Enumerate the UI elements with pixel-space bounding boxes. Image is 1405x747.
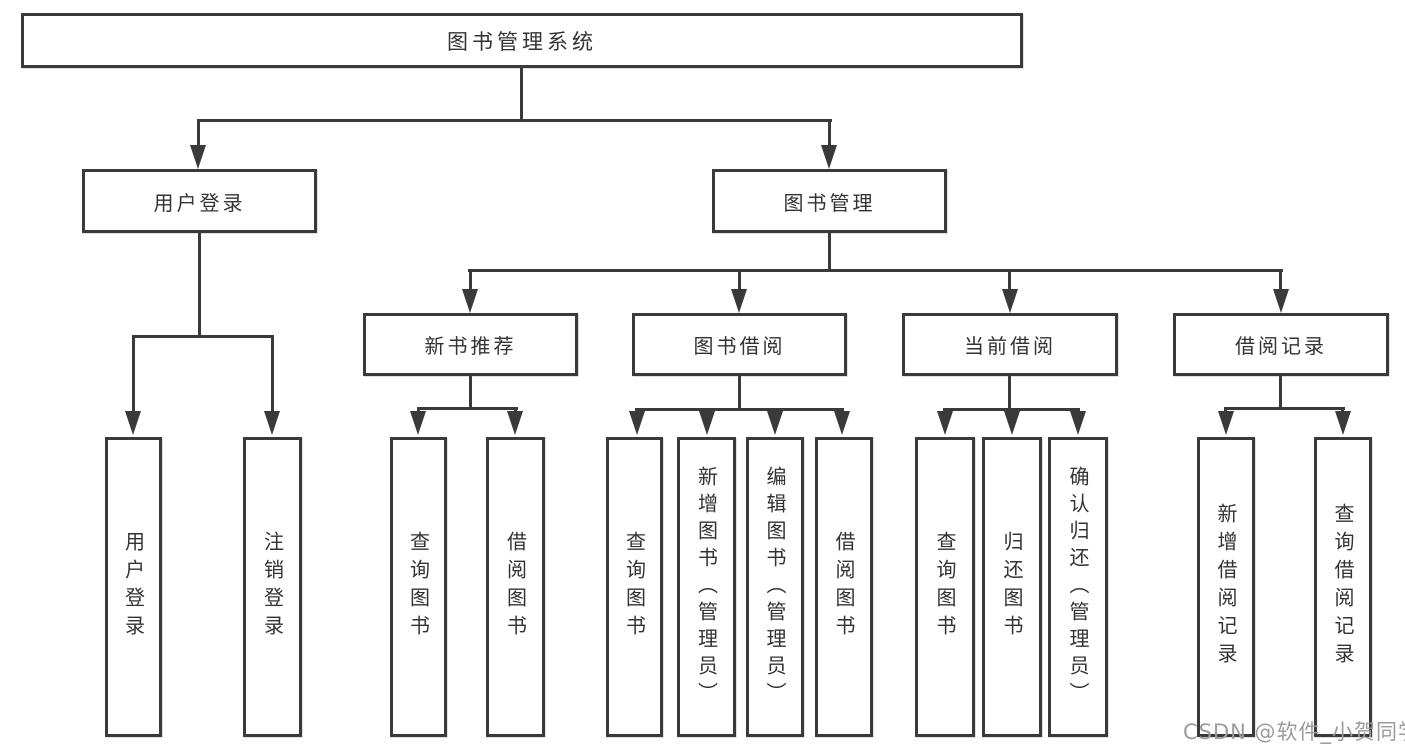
- node-new-book-recommend: 新书推荐: [363, 313, 578, 376]
- csdn-watermark: CSDN @软件_小贺同学: [1183, 720, 1405, 744]
- arrowhead-down-icon: [937, 411, 953, 435]
- leaf-return-books: 归还图书: [982, 437, 1042, 737]
- arrowhead-down-icon: [507, 411, 523, 435]
- arrowhead-down-icon: [731, 289, 747, 313]
- connector-line: [738, 376, 741, 411]
- leaf-user-login: 用户登录: [105, 437, 162, 737]
- connector-line: [828, 233, 831, 272]
- connector-line: [828, 119, 831, 150]
- connector-line: [1279, 269, 1282, 293]
- leaf-add-borrow-record: 新增借阅记录: [1197, 437, 1255, 737]
- connector-line: [469, 269, 472, 293]
- arrowhead-down-icon: [834, 411, 850, 435]
- arrowhead-down-icon: [1002, 289, 1018, 313]
- connector-line: [271, 335, 274, 415]
- connector-line: [635, 408, 844, 411]
- connector-line: [1008, 376, 1011, 411]
- connector-line: [468, 269, 1283, 272]
- connector-line: [198, 233, 201, 338]
- connector-line: [132, 335, 135, 415]
- connector-line: [469, 376, 472, 410]
- leaf-query-books-recommend: 查询图书: [390, 437, 447, 737]
- arrowhead-down-icon: [1004, 411, 1020, 435]
- leaf-query-books-current: 查询图书: [915, 437, 975, 737]
- leaf-borrow-books-recommend: 借阅图书: [486, 437, 545, 737]
- arrowhead-down-icon: [410, 411, 426, 435]
- connector-line: [1279, 376, 1282, 410]
- connector-line: [1008, 269, 1011, 293]
- arrowhead-down-icon: [462, 289, 478, 313]
- arrowhead-down-icon: [264, 411, 280, 435]
- leaf-add-books-admin: 新增图书（管理员）: [677, 437, 736, 737]
- arrowhead-down-icon: [1070, 411, 1086, 435]
- connector-line: [1224, 407, 1345, 410]
- connector-line: [520, 66, 523, 122]
- arrowhead-down-icon: [190, 145, 206, 169]
- arrowhead-down-icon: [629, 411, 645, 435]
- arrowhead-down-icon: [1218, 411, 1234, 435]
- leaf-borrow-books: 借阅图书: [815, 437, 873, 737]
- arrowhead-down-icon: [821, 145, 837, 169]
- arrowhead-down-icon: [1335, 411, 1351, 435]
- node-book-management: 图书管理: [712, 169, 947, 233]
- node-user-login: 用户登录: [82, 169, 317, 233]
- leaf-query-books-borrow: 查询图书: [606, 437, 663, 737]
- node-book-borrow: 图书借阅: [632, 313, 847, 376]
- arrowhead-down-icon: [699, 411, 715, 435]
- connector-line: [197, 119, 832, 122]
- leaf-logout: 注销登录: [243, 437, 302, 737]
- node-borrow-records: 借阅记录: [1173, 313, 1389, 376]
- arrowhead-down-icon: [125, 411, 141, 435]
- leaf-query-borrow-record: 查询借阅记录: [1314, 437, 1372, 737]
- node-current-borrow: 当前借阅: [902, 313, 1118, 376]
- arrowhead-down-icon: [1273, 289, 1289, 313]
- node-library-system: 图书管理系统: [21, 13, 1023, 68]
- connector-line: [132, 335, 274, 338]
- connector-line: [197, 119, 200, 150]
- leaf-edit-books-admin: 编辑图书（管理员）: [746, 437, 804, 737]
- leaf-confirm-return-admin: 确认归还（管理员）: [1048, 437, 1108, 737]
- connector-line: [738, 269, 741, 293]
- connector-line: [417, 407, 518, 410]
- arrowhead-down-icon: [767, 411, 783, 435]
